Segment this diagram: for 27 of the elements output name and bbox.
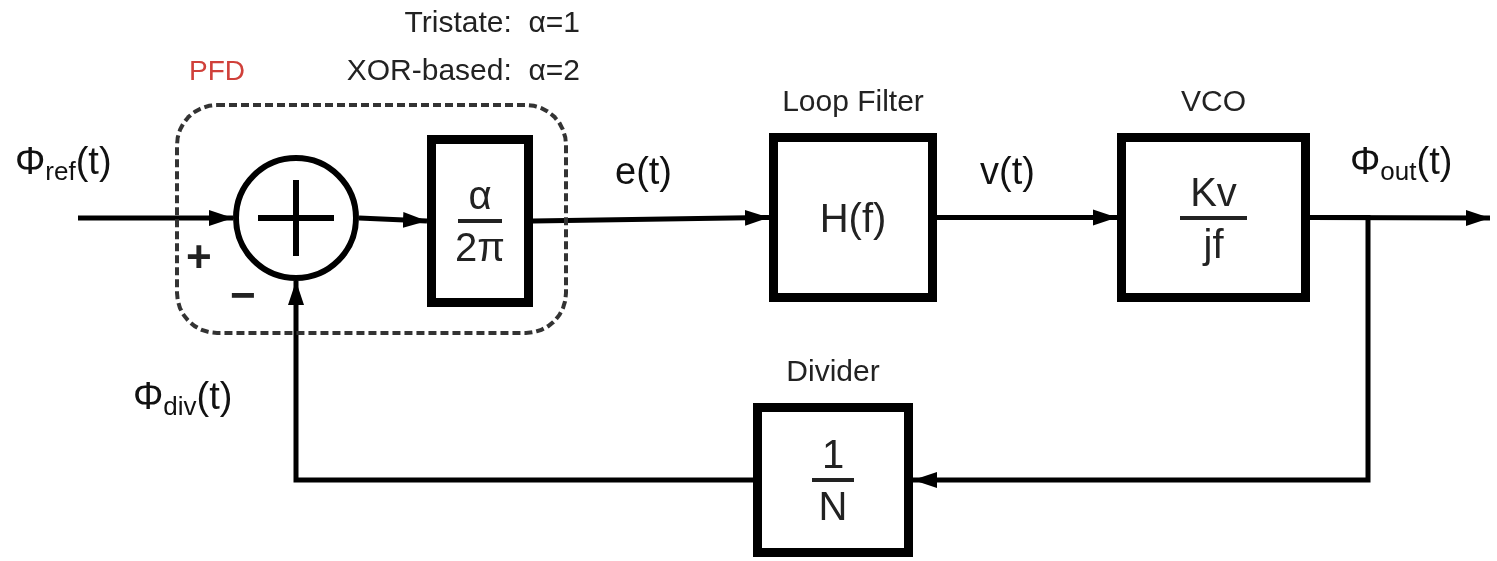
signal-arrow — [937, 209, 1117, 226]
group-title: PFD — [189, 55, 245, 87]
numerator: 1 — [811, 432, 855, 482]
numerator: α — [458, 173, 502, 223]
note-text: XOR-based: α=2 — [346, 53, 580, 87]
signal-arrow — [532, 209, 770, 226]
signal-arrow — [913, 215, 1371, 488]
block-title: VCO — [1181, 84, 1246, 118]
block-box — [427, 135, 533, 307]
numerator: Kv — [1180, 169, 1247, 220]
denominator: jf — [1203, 220, 1224, 266]
sign-label: − — [230, 270, 256, 320]
signal-label: Φ$_{div}$(t) — [133, 375, 233, 422]
signal-arrow — [78, 210, 233, 226]
signal-arrow — [288, 281, 753, 483]
signal-label: Φ$_{out}$(t) — [1350, 140, 1453, 187]
denominator: N — [818, 483, 848, 528]
denominator: 2π — [455, 224, 505, 269]
transfer-function: H(f) — [819, 195, 887, 240]
signal-label: v(t) — [980, 150, 1035, 193]
note-text: Tristate: α=1 — [404, 5, 580, 39]
block-title: Loop Filter — [782, 84, 924, 118]
block-title: Divider — [786, 354, 880, 388]
signal-arrow — [358, 211, 428, 228]
signal-label: e(t) — [615, 150, 672, 193]
signal-label: Φ$_{ref}$(t) — [15, 140, 112, 187]
sign-label: + — [186, 232, 212, 282]
